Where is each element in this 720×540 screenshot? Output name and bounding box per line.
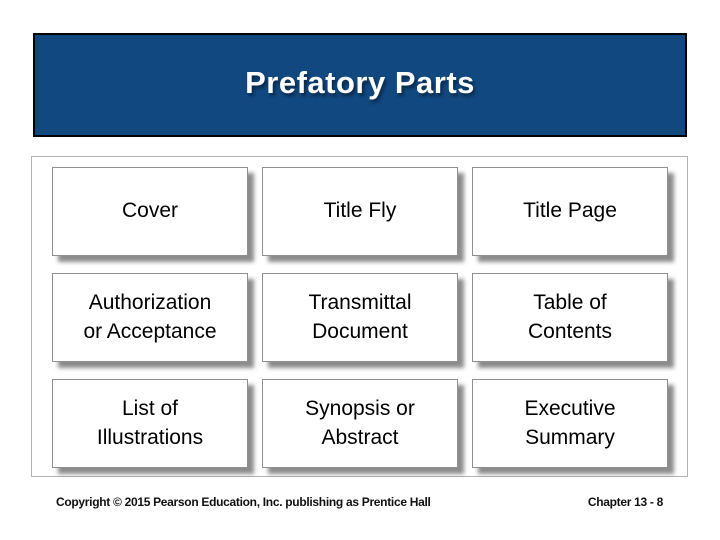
box-label: Cover [121, 199, 179, 223]
box-label: Authorization or Acceptance [83, 291, 217, 343]
box-cover: Cover [52, 167, 248, 256]
box-label: Executive Summary [524, 397, 616, 449]
content-panel: Cover Title Fly Title Page Authorization… [31, 156, 688, 477]
box-label: Synopsis or Abstract [305, 397, 415, 449]
box-table-of-contents: Table of Contents [472, 273, 668, 362]
slide-title: Prefatory Parts [245, 65, 475, 100]
box-label: List of Illustrations [96, 397, 204, 449]
box-label: Title Page [523, 199, 617, 223]
box-authorization-or-acceptance: Authorization or Acceptance [52, 273, 248, 362]
title-bar: Prefatory Parts [33, 33, 687, 137]
box-label: Table of Contents [527, 291, 613, 343]
box-executive-summary: Executive Summary [472, 379, 668, 468]
chapter-page-number: Chapter 13 - 8 [587, 495, 663, 509]
copyright-text: Copyright © 2015 Pearson Education, Inc.… [56, 495, 431, 509]
box-synopsis-or-abstract: Synopsis or Abstract [262, 379, 458, 468]
box-title-fly: Title Fly [262, 167, 458, 256]
box-title-page: Title Page [472, 167, 668, 256]
box-transmittal-document: Transmittal Document [262, 273, 458, 362]
box-label: Title Fly [323, 199, 397, 223]
box-list-of-illustrations: List of Illustrations [52, 379, 248, 468]
box-label: Transmittal Document [308, 291, 412, 343]
